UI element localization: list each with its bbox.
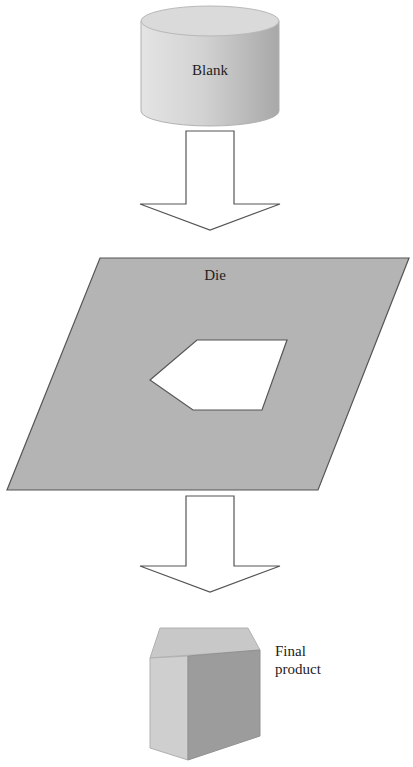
shape-label: Blank: [140, 61, 280, 79]
die-plate-outline: [5, 256, 411, 492]
product-label: Final product: [275, 642, 337, 678]
shape-label: Die: [5, 266, 413, 284]
final-product-prism: Final product: [148, 618, 348, 763]
die-plate: Die: [5, 256, 411, 492]
block-arrow: [140, 131, 280, 230]
block-arrow: [140, 496, 280, 592]
blank-cylinder: Blank: [140, 5, 280, 127]
final-product-prism-outline: [148, 618, 348, 763]
